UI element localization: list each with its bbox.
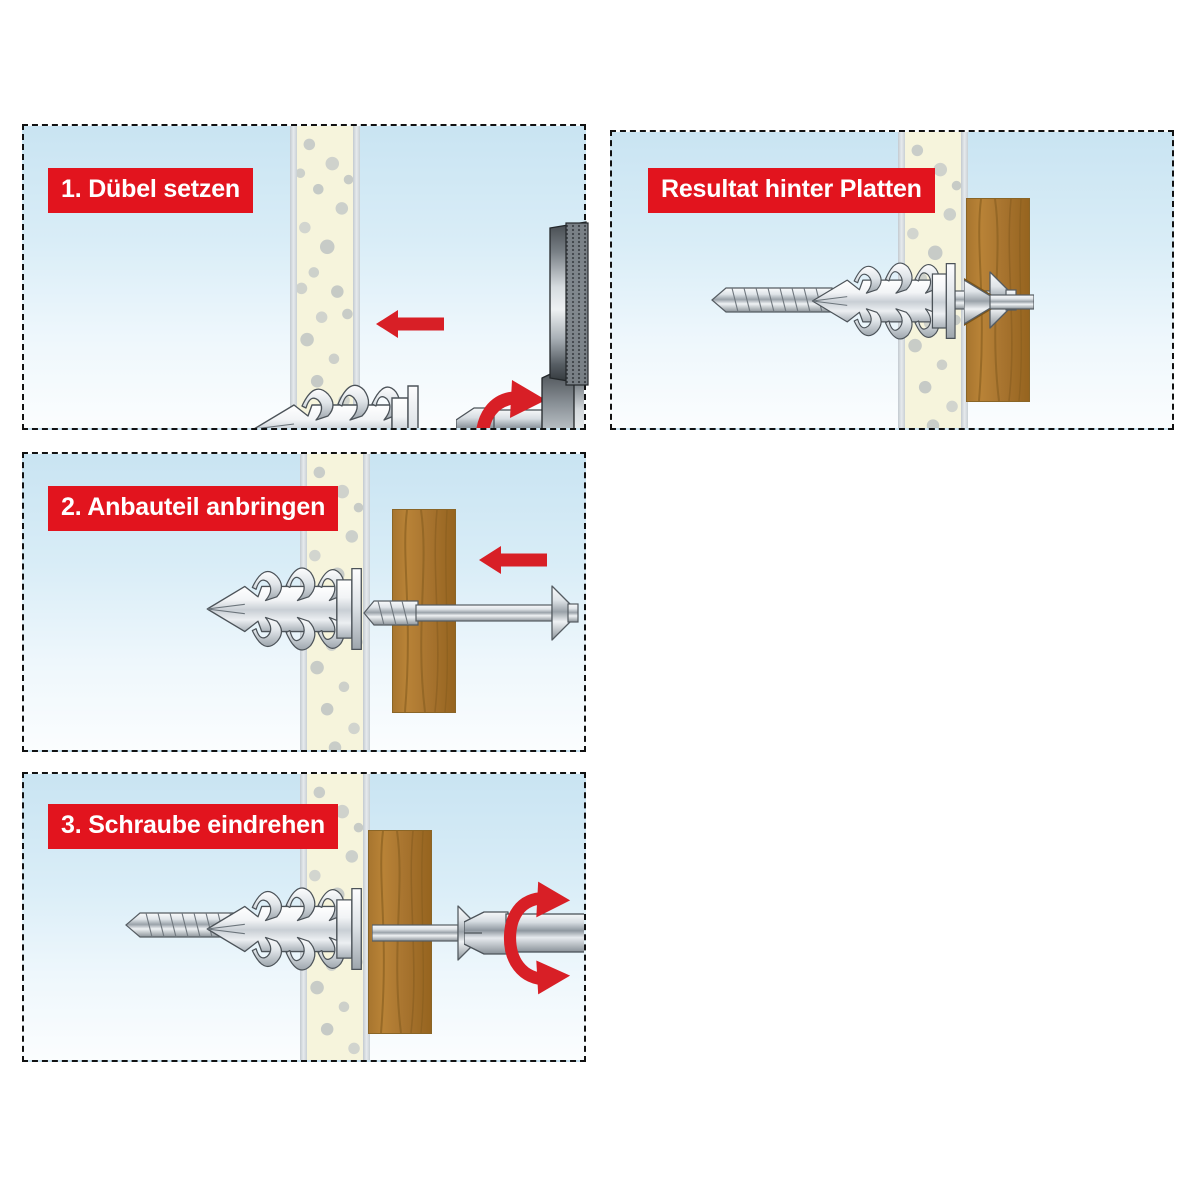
step-label-2: 2. Anbauteil anbringen: [48, 486, 339, 531]
result-label: Resultat hinter Platten: [648, 168, 935, 213]
result-label-text: Resultat hinter Platten: [661, 175, 922, 203]
step-label-3-text: 3. Schraube eindrehen: [61, 811, 325, 839]
screwdriver-bit: [464, 911, 584, 955]
step-panel-1: [22, 124, 586, 430]
red-direction-arrow-left: [479, 546, 547, 574]
red-rotation-arrow: [503, 881, 571, 995]
metal-drywall-anchor: [811, 262, 956, 340]
step-label-1-text: 1. Dübel setzen: [61, 175, 240, 203]
step-label-3: 3. Schraube eindrehen: [48, 804, 338, 849]
wall-face-left: [290, 126, 297, 428]
countersunk-screw: [363, 585, 579, 641]
wall-face-right: [353, 126, 360, 428]
plasterboard-wall: [290, 126, 360, 428]
step-label-2-text: 2. Anbauteil anbringen: [61, 493, 326, 521]
wall-core: [297, 126, 353, 428]
wall-face-right: [363, 454, 370, 750]
metal-drywall-anchor: [206, 887, 362, 971]
step-label-1: 1. Dübel setzen: [48, 168, 253, 213]
metal-drywall-anchor: [254, 384, 419, 428]
power-drill: [541, 358, 584, 428]
wall-face-right: [363, 774, 370, 1060]
red-direction-arrow-left: [376, 310, 444, 338]
metal-drywall-anchor: [206, 567, 362, 651]
screw-head-in-wood: [964, 278, 1034, 326]
red-rotation-arrow: [476, 380, 546, 428]
